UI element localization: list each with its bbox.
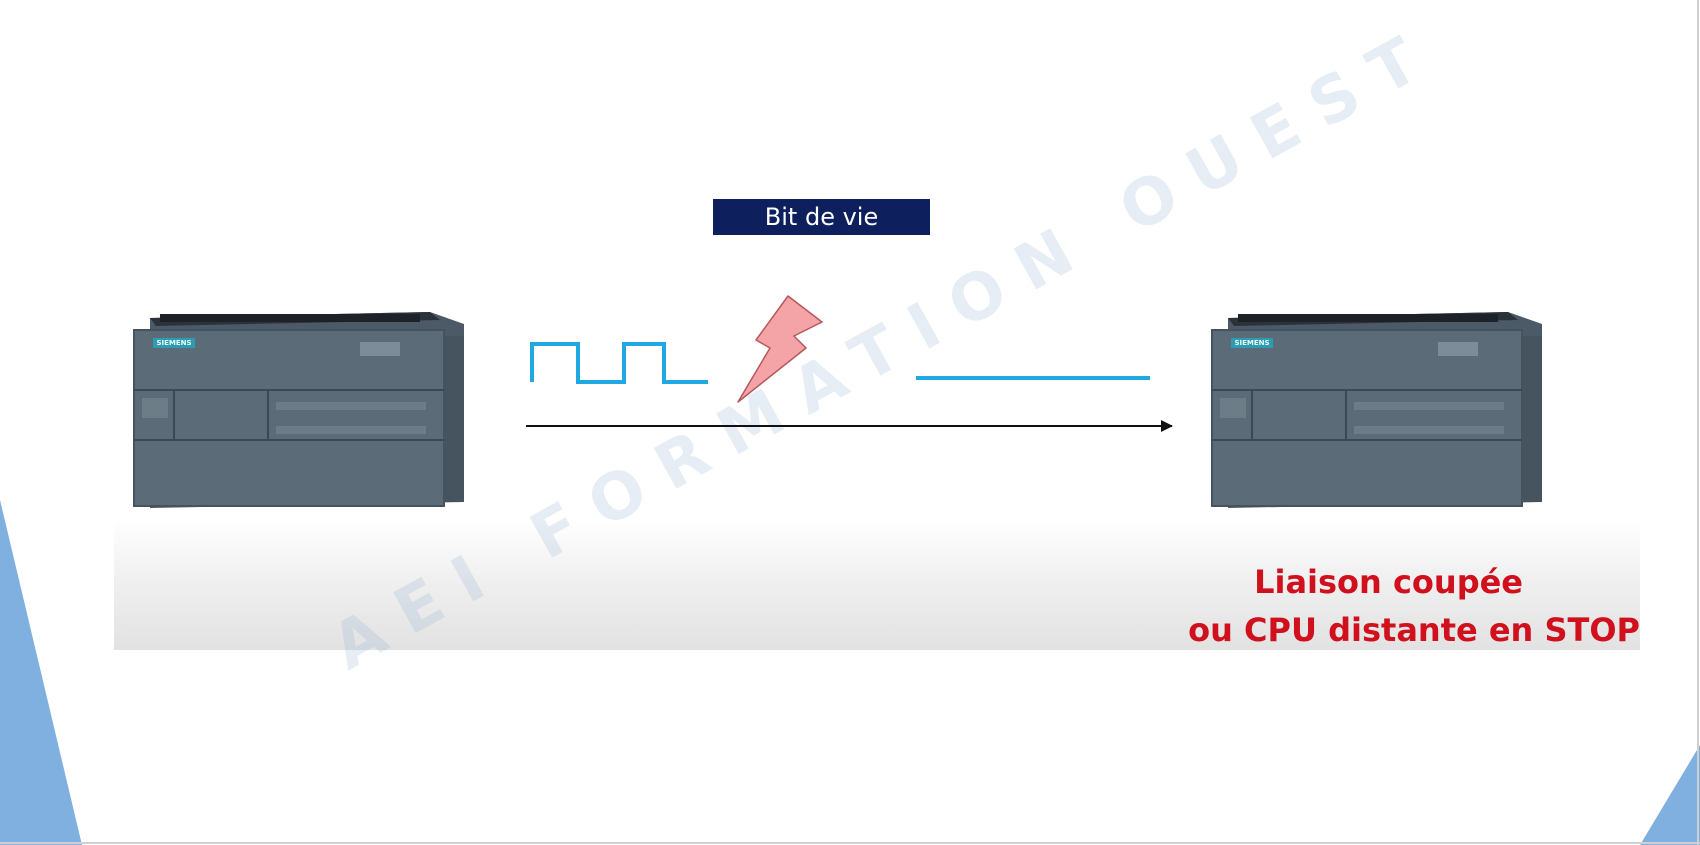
plc-left-brand: SIEMENS xyxy=(153,338,195,348)
status-line-1: Liaison coupée xyxy=(1254,563,1523,601)
lightning-bolt-icon xyxy=(737,295,823,403)
corner-accent-right xyxy=(1640,745,1700,845)
diagram-title: Bit de vie xyxy=(713,199,930,235)
plc-right-icon: SIEMENS xyxy=(1208,306,1548,520)
corner-accent-left xyxy=(0,500,82,845)
plc-left-icon: SIEMENS xyxy=(130,306,470,520)
background-band xyxy=(114,520,1640,650)
status-line-2: ou CPU distante en STOP xyxy=(1188,611,1640,649)
plc-right-brand: SIEMENS xyxy=(1231,338,1273,348)
square-wave-signal xyxy=(530,342,708,384)
status-message: Liaison coupée ou CPU distante en STOP xyxy=(1040,558,1640,654)
